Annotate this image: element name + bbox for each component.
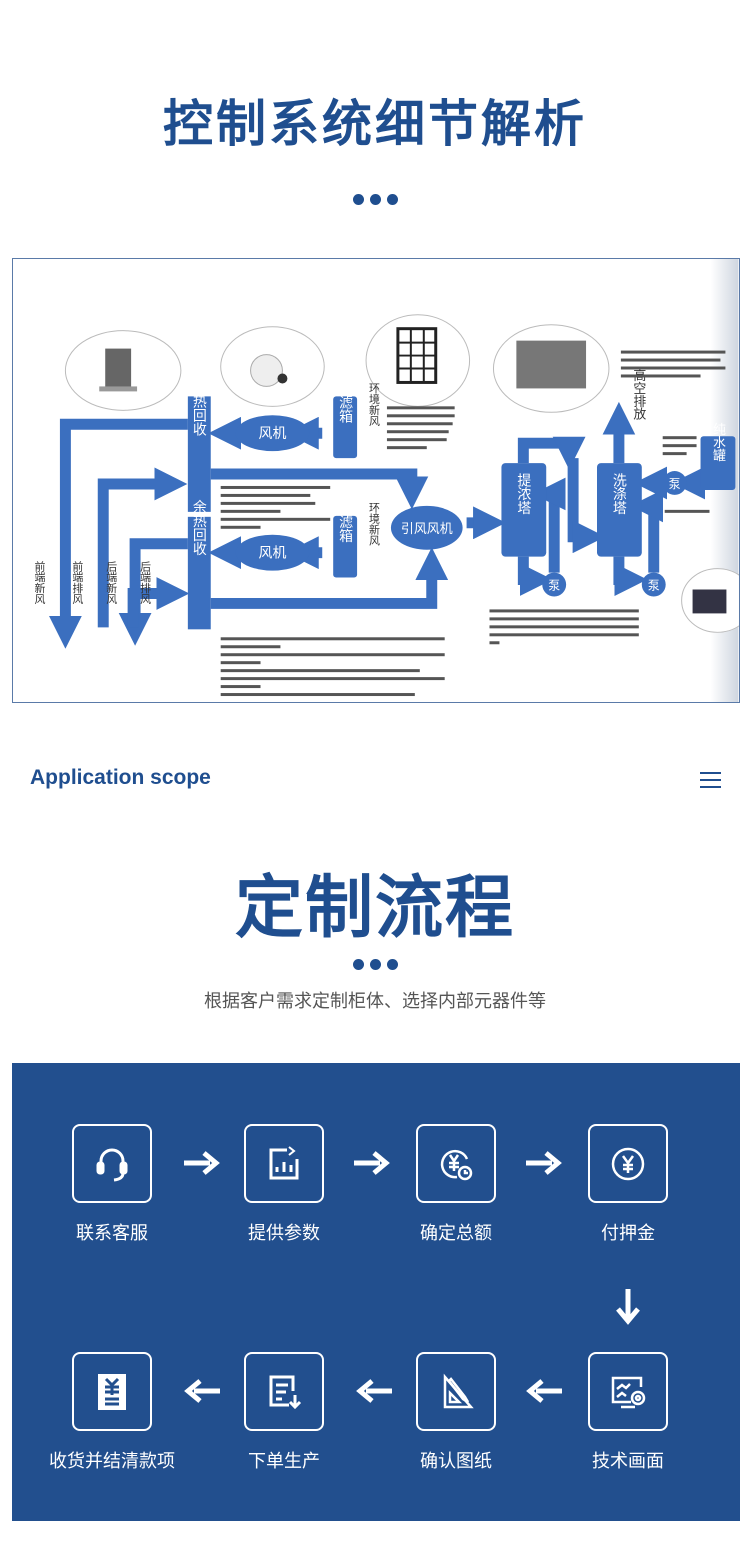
step-contact-service: 联系客服 xyxy=(32,1124,192,1245)
washing-tower: 洗涤塔 xyxy=(611,473,627,515)
high-exhaust: 高空排放 xyxy=(630,368,645,422)
ambient-air-top: 环境新风 xyxy=(368,382,381,426)
step-technical-drawing: 技术画面 xyxy=(548,1352,708,1473)
concentration-tower: 提浓塔 xyxy=(515,473,531,515)
note-text-blocks xyxy=(220,350,726,697)
rear-exhaust: 后端排风 xyxy=(139,560,152,604)
filter-box-bottom: 过滤箱 xyxy=(337,501,353,543)
step-receive-and-settle: 收货并结清款项 xyxy=(32,1352,192,1473)
process-panel xyxy=(12,1063,740,1521)
arrow-left-icon xyxy=(356,1379,392,1403)
yen-circle-icon xyxy=(588,1124,668,1203)
filter-box-top: 过滤箱 xyxy=(337,381,353,423)
pump-3: 泵 xyxy=(669,477,681,491)
arrow-right-icon xyxy=(184,1151,220,1175)
rear-fresh-air: 后端新风 xyxy=(105,560,118,604)
ruler-pencil-icon xyxy=(416,1352,496,1431)
monitor-gear-icon xyxy=(588,1352,668,1431)
document-download-icon xyxy=(244,1352,324,1431)
process-subtitle: 根据客户需求定制柜体、选择内部元器件等 xyxy=(204,991,546,1012)
fan-top: 风机 xyxy=(259,426,287,442)
equipment-images xyxy=(99,327,727,614)
arrow-left-icon xyxy=(184,1379,220,1403)
front-fresh-air: 前端新风 xyxy=(33,559,46,604)
title-dots xyxy=(0,190,750,209)
page-title: 控制系统细节解析 xyxy=(163,95,587,153)
fan-bottom: 风机 xyxy=(259,546,287,562)
arrow-down-icon xyxy=(616,1289,640,1325)
arrow-right-icon xyxy=(526,1151,562,1175)
control-system-diagram: 余热回收 余热回收 风机 风机 过滤箱 过滤箱 引风风机 提浓塔 洗涤塔 泵 泵… xyxy=(12,258,740,703)
heat-recovery-top: 余热回收 xyxy=(191,380,207,437)
induced-fan: 引风风机 xyxy=(401,522,453,537)
yen-clock-icon xyxy=(416,1124,496,1203)
pure-water-tank: 纯水罐 xyxy=(710,423,725,462)
process-dots xyxy=(0,955,750,974)
arrow-right-icon xyxy=(354,1151,390,1175)
step-confirm-drawing: 确认图纸 xyxy=(376,1352,536,1473)
step-pay-deposit: 付押金 xyxy=(548,1124,708,1245)
pump-1: 泵 xyxy=(548,579,560,593)
arrow-left-icon xyxy=(526,1379,562,1403)
menu-icon[interactable] xyxy=(700,772,721,788)
step-confirm-total: 确定总额 xyxy=(376,1124,536,1245)
process-title: 定制流程 xyxy=(234,869,515,948)
chart-icon xyxy=(244,1124,324,1203)
process-flow-diagram: 余热回收 余热回收 风机 风机 过滤箱 过滤箱 引风风机 提浓塔 洗涤塔 泵 泵… xyxy=(33,259,739,702)
heat-recovery-bottom: 余热回收 xyxy=(191,499,207,556)
step-provide-parameters: 提供参数 xyxy=(204,1124,364,1245)
pump-2: 泵 xyxy=(648,579,660,593)
step-order-production: 下单生产 xyxy=(204,1352,364,1473)
invoice-icon xyxy=(72,1352,152,1431)
front-exhaust: 前端排风 xyxy=(71,559,84,604)
section-label: Application scope xyxy=(30,766,211,789)
headset-icon xyxy=(72,1124,152,1203)
ambient-air-bottom: 环境新风 xyxy=(368,502,381,546)
